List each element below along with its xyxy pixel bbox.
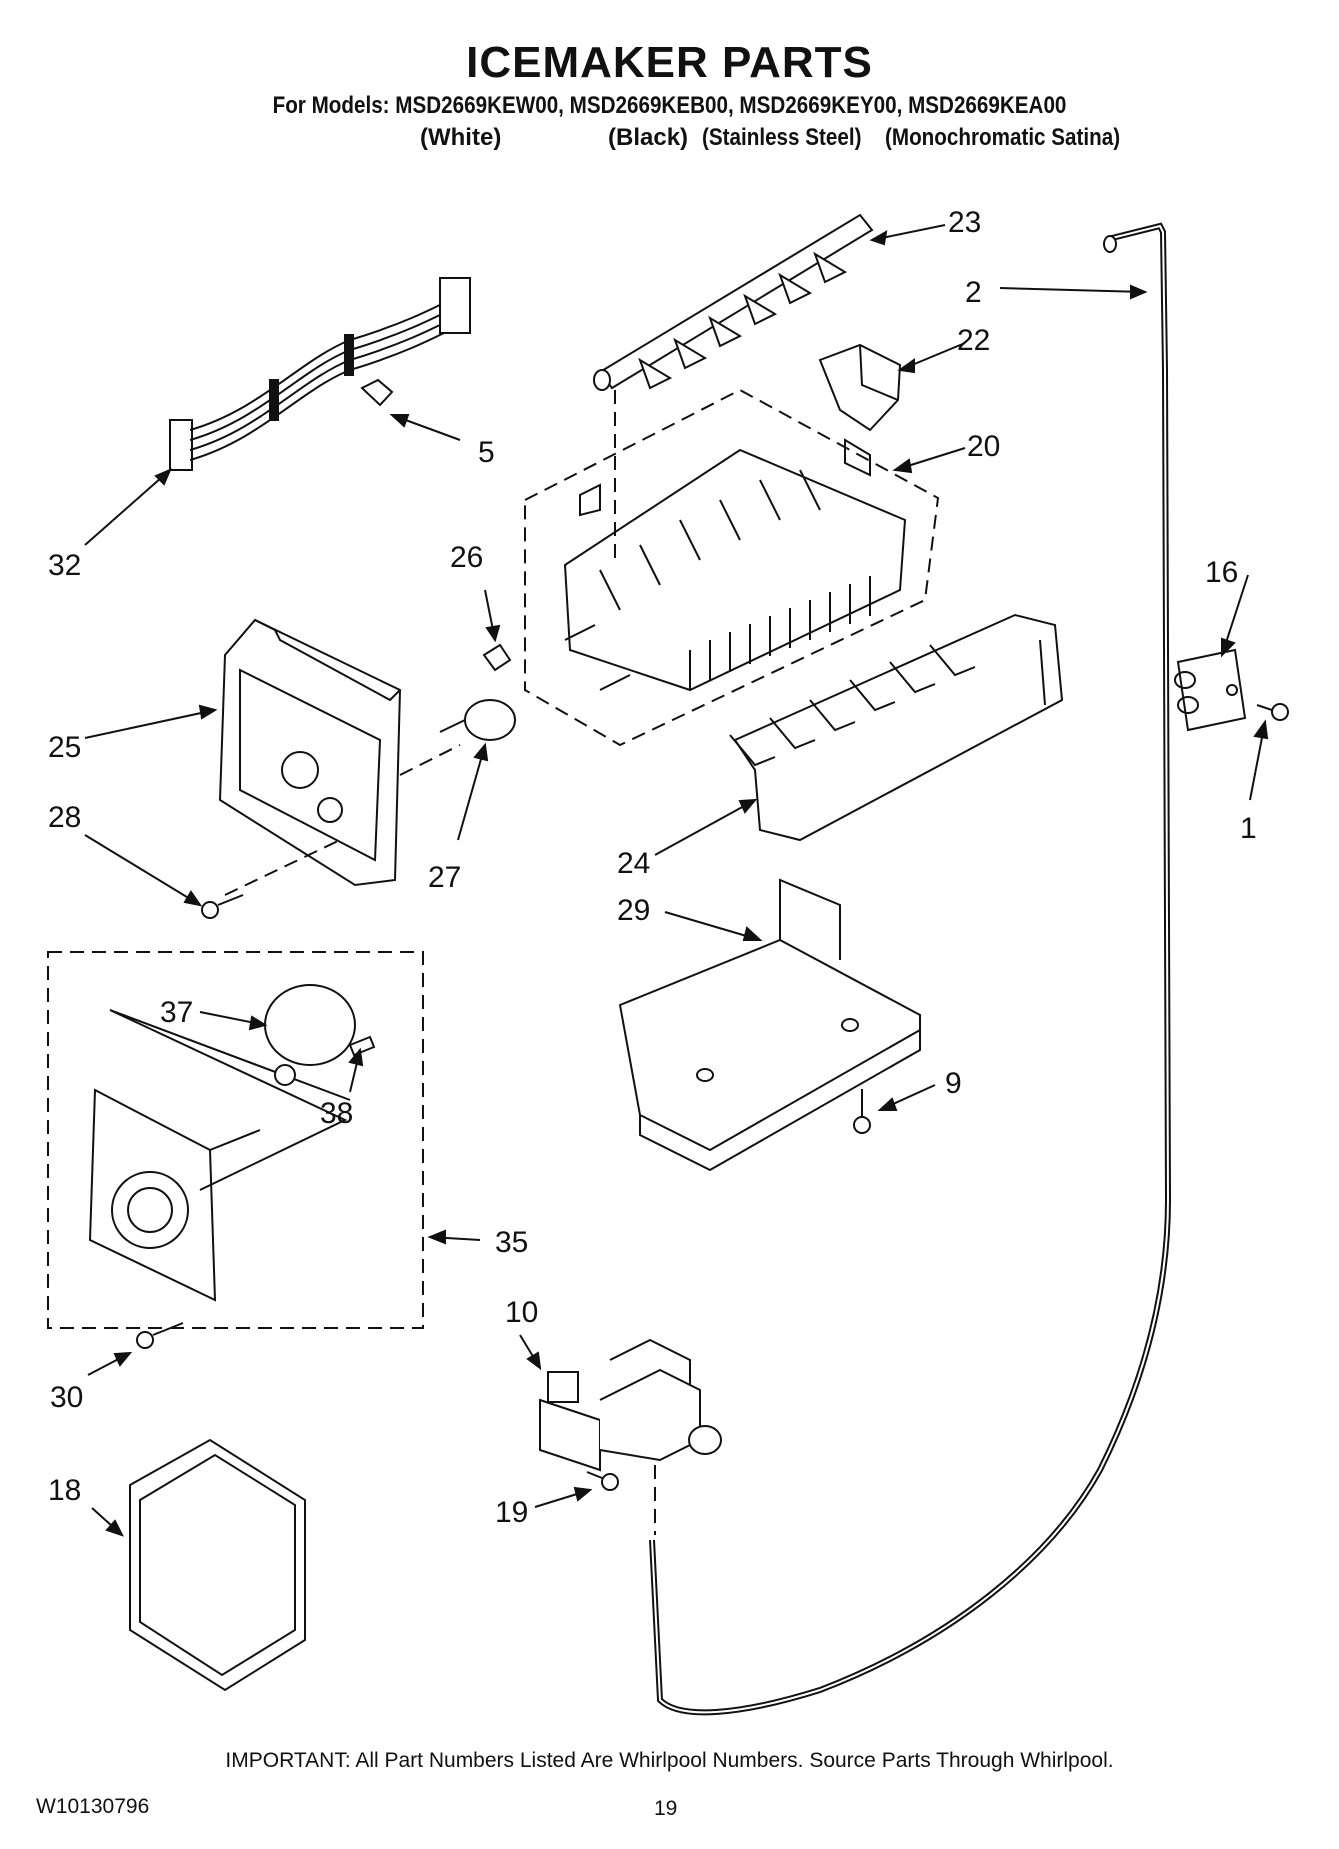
page-title: ICEMAKER PARTS [466, 38, 873, 87]
variant-black: (Black) [608, 124, 689, 151]
callout-1: 1 [1240, 812, 1257, 845]
tube-clamp-part [1174, 648, 1247, 732]
callout-35: 35 [495, 1226, 528, 1259]
screw-19-part [586, 1471, 619, 1491]
callout-9: 9 [945, 1067, 962, 1100]
wire-clip-part [360, 378, 394, 407]
callout-25: 25 [48, 731, 81, 764]
module-assembly-box [47, 951, 424, 1329]
ejector-shaft-part [593, 213, 874, 391]
thermostat-part [399, 699, 516, 776]
control-housing-part [218, 618, 402, 887]
motor-part [264, 984, 356, 1086]
water-valve-part [539, 1338, 722, 1472]
callout-22: 22 [957, 324, 990, 357]
callout-5: 5 [478, 436, 495, 469]
ice-mold-part [524, 388, 940, 747]
callout-labels: 23 2 22 20 5 32 26 16 25 1 27 28 24 29 3… [48, 206, 1257, 1529]
screw-30-part [136, 1322, 184, 1349]
ice-stripper-part [729, 613, 1064, 842]
screw-28-part [201, 894, 244, 919]
cover-part [129, 1438, 306, 1692]
wire-harness-part [169, 277, 471, 471]
callout-38: 38 [320, 1097, 353, 1130]
callout-30: 30 [50, 1381, 83, 1414]
callout-23: 23 [948, 206, 981, 239]
callout-32: 32 [48, 549, 81, 582]
callout-24: 24 [617, 847, 650, 880]
support-tray-part [618, 878, 921, 1172]
page-number: 19 [654, 1797, 678, 1820]
callout-20: 20 [967, 430, 1000, 463]
spring-clip-part [482, 643, 512, 672]
callout-27: 27 [428, 861, 461, 894]
variant-stainless: (Stainless Steel) [702, 124, 862, 151]
variant-white: (White) [420, 124, 502, 151]
callout-19: 19 [495, 1496, 528, 1529]
callout-2: 2 [965, 276, 982, 309]
screw-1-part [1256, 703, 1289, 721]
callout-10: 10 [505, 1296, 538, 1329]
leader-lines [84, 224, 1269, 1537]
callout-26: 26 [450, 541, 483, 574]
variant-satina: (Monochromatic Satina) [885, 124, 1121, 151]
callout-16: 16 [1205, 556, 1238, 589]
document-number: W10130796 [36, 1795, 150, 1818]
callout-18: 18 [48, 1474, 81, 1507]
module-assembly-part [88, 1009, 351, 1302]
screw-9-part [853, 1089, 871, 1134]
callout-37: 37 [160, 996, 193, 1029]
callout-28: 28 [48, 801, 81, 834]
bearing-bracket-part [818, 343, 902, 432]
screw-38-part [348, 1035, 376, 1057]
callout-29: 29 [617, 894, 650, 927]
fill-tube-part [649, 222, 1172, 1716]
important-note: IMPORTANT: All Part Numbers Listed Are W… [225, 1749, 1114, 1772]
models-line: For Models: MSD2669KEW00, MSD2669KEB00, … [272, 92, 1067, 119]
